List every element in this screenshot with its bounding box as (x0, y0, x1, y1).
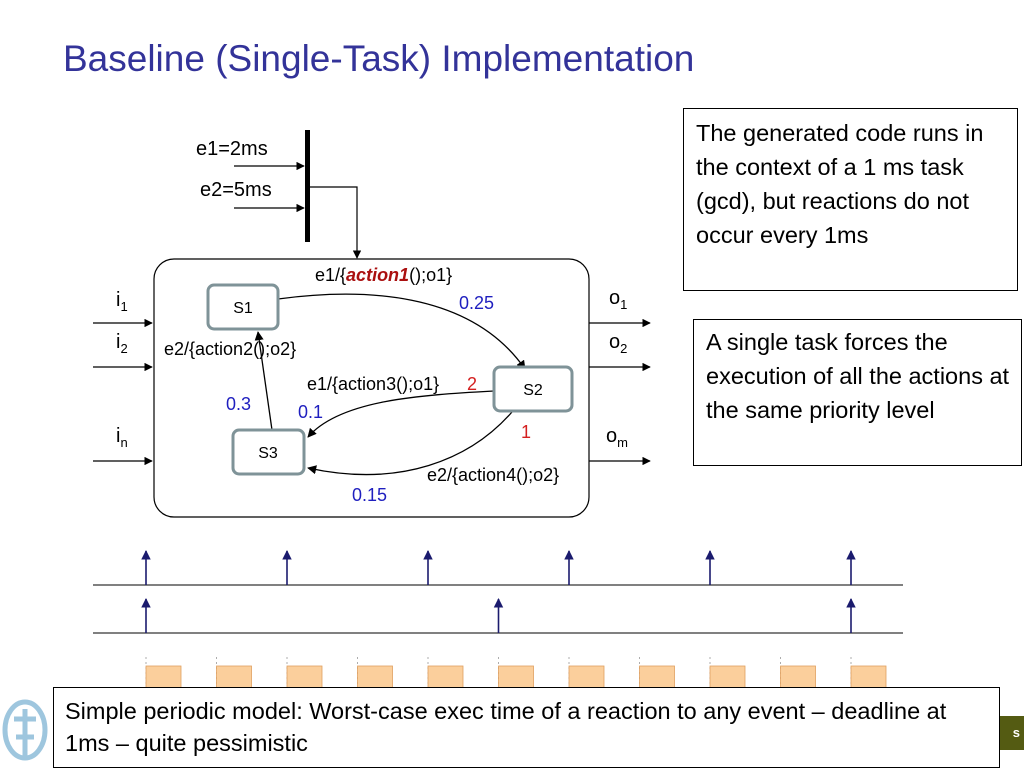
task-job-box (568, 665, 605, 689)
transition-s2-s3-e2 (307, 411, 513, 476)
transition-t2-value: 0.3 (226, 394, 251, 414)
note-gcd-task: The generated code runs in the context o… (683, 108, 1018, 291)
task-job-box (216, 665, 252, 689)
state-s2 (492, 365, 574, 413)
state-s3-label: S3 (258, 445, 278, 462)
output-o1-label: o1 (609, 287, 627, 312)
transition-s3-s1 (254, 331, 273, 431)
input-in-label: in (116, 425, 128, 450)
task-job-box (850, 665, 887, 689)
task-job-box (427, 665, 464, 689)
transition-t3-label: e1/{action3();o1} (307, 374, 439, 394)
task-job-box (709, 665, 746, 689)
input-i1-label: i1 (116, 289, 128, 314)
task-job-box (639, 665, 675, 689)
input-i2-label: i2 (116, 331, 128, 356)
transition-t4-label: e2/{action4();o2} (427, 465, 559, 485)
sync-output-arrow (310, 186, 362, 259)
task-job-box (357, 665, 393, 689)
task-job-box (145, 665, 182, 689)
transition-t4-value: 0.15 (352, 485, 387, 505)
event-e1-label: e1=2ms (196, 138, 268, 160)
state-s2-label: S2 (523, 382, 543, 399)
output-om-label: om (606, 425, 628, 450)
note-single-task: A single task forces the execution of al… (693, 319, 1022, 466)
task-job-box (498, 665, 534, 689)
transition-t1-value: 0.25 (459, 293, 494, 313)
transition-t3-priority: 2 (467, 374, 477, 394)
task-job-box (286, 665, 323, 689)
transition-t3-value: 0.1 (298, 402, 323, 422)
slide-caption: Simple periodic model: Worst-case exec t… (53, 687, 1000, 768)
institution-logo (2, 699, 48, 761)
sync-bar (305, 130, 310, 242)
output-o2-label: o2 (609, 331, 627, 356)
timeline (93, 550, 903, 689)
footer-bar: s (1000, 716, 1024, 750)
event-e2-label: e2=5ms (200, 179, 272, 201)
transition-s1-s2 (277, 293, 526, 370)
state-s1-label: S1 (233, 300, 253, 317)
slide-title: Baseline (Single-Task) Implementation (63, 38, 695, 79)
transition-t2-label: e2/{action2();o2} (164, 339, 296, 359)
transition-s2-s3-e1 (307, 390, 495, 438)
transition-t1-label: e1/{action1();o1} (315, 265, 452, 285)
state-s3 (231, 428, 306, 476)
transition-t4-priority: 1 (521, 422, 531, 442)
state-machine-block (153, 258, 590, 518)
task-job-box (780, 665, 816, 689)
state-s1 (206, 283, 280, 331)
